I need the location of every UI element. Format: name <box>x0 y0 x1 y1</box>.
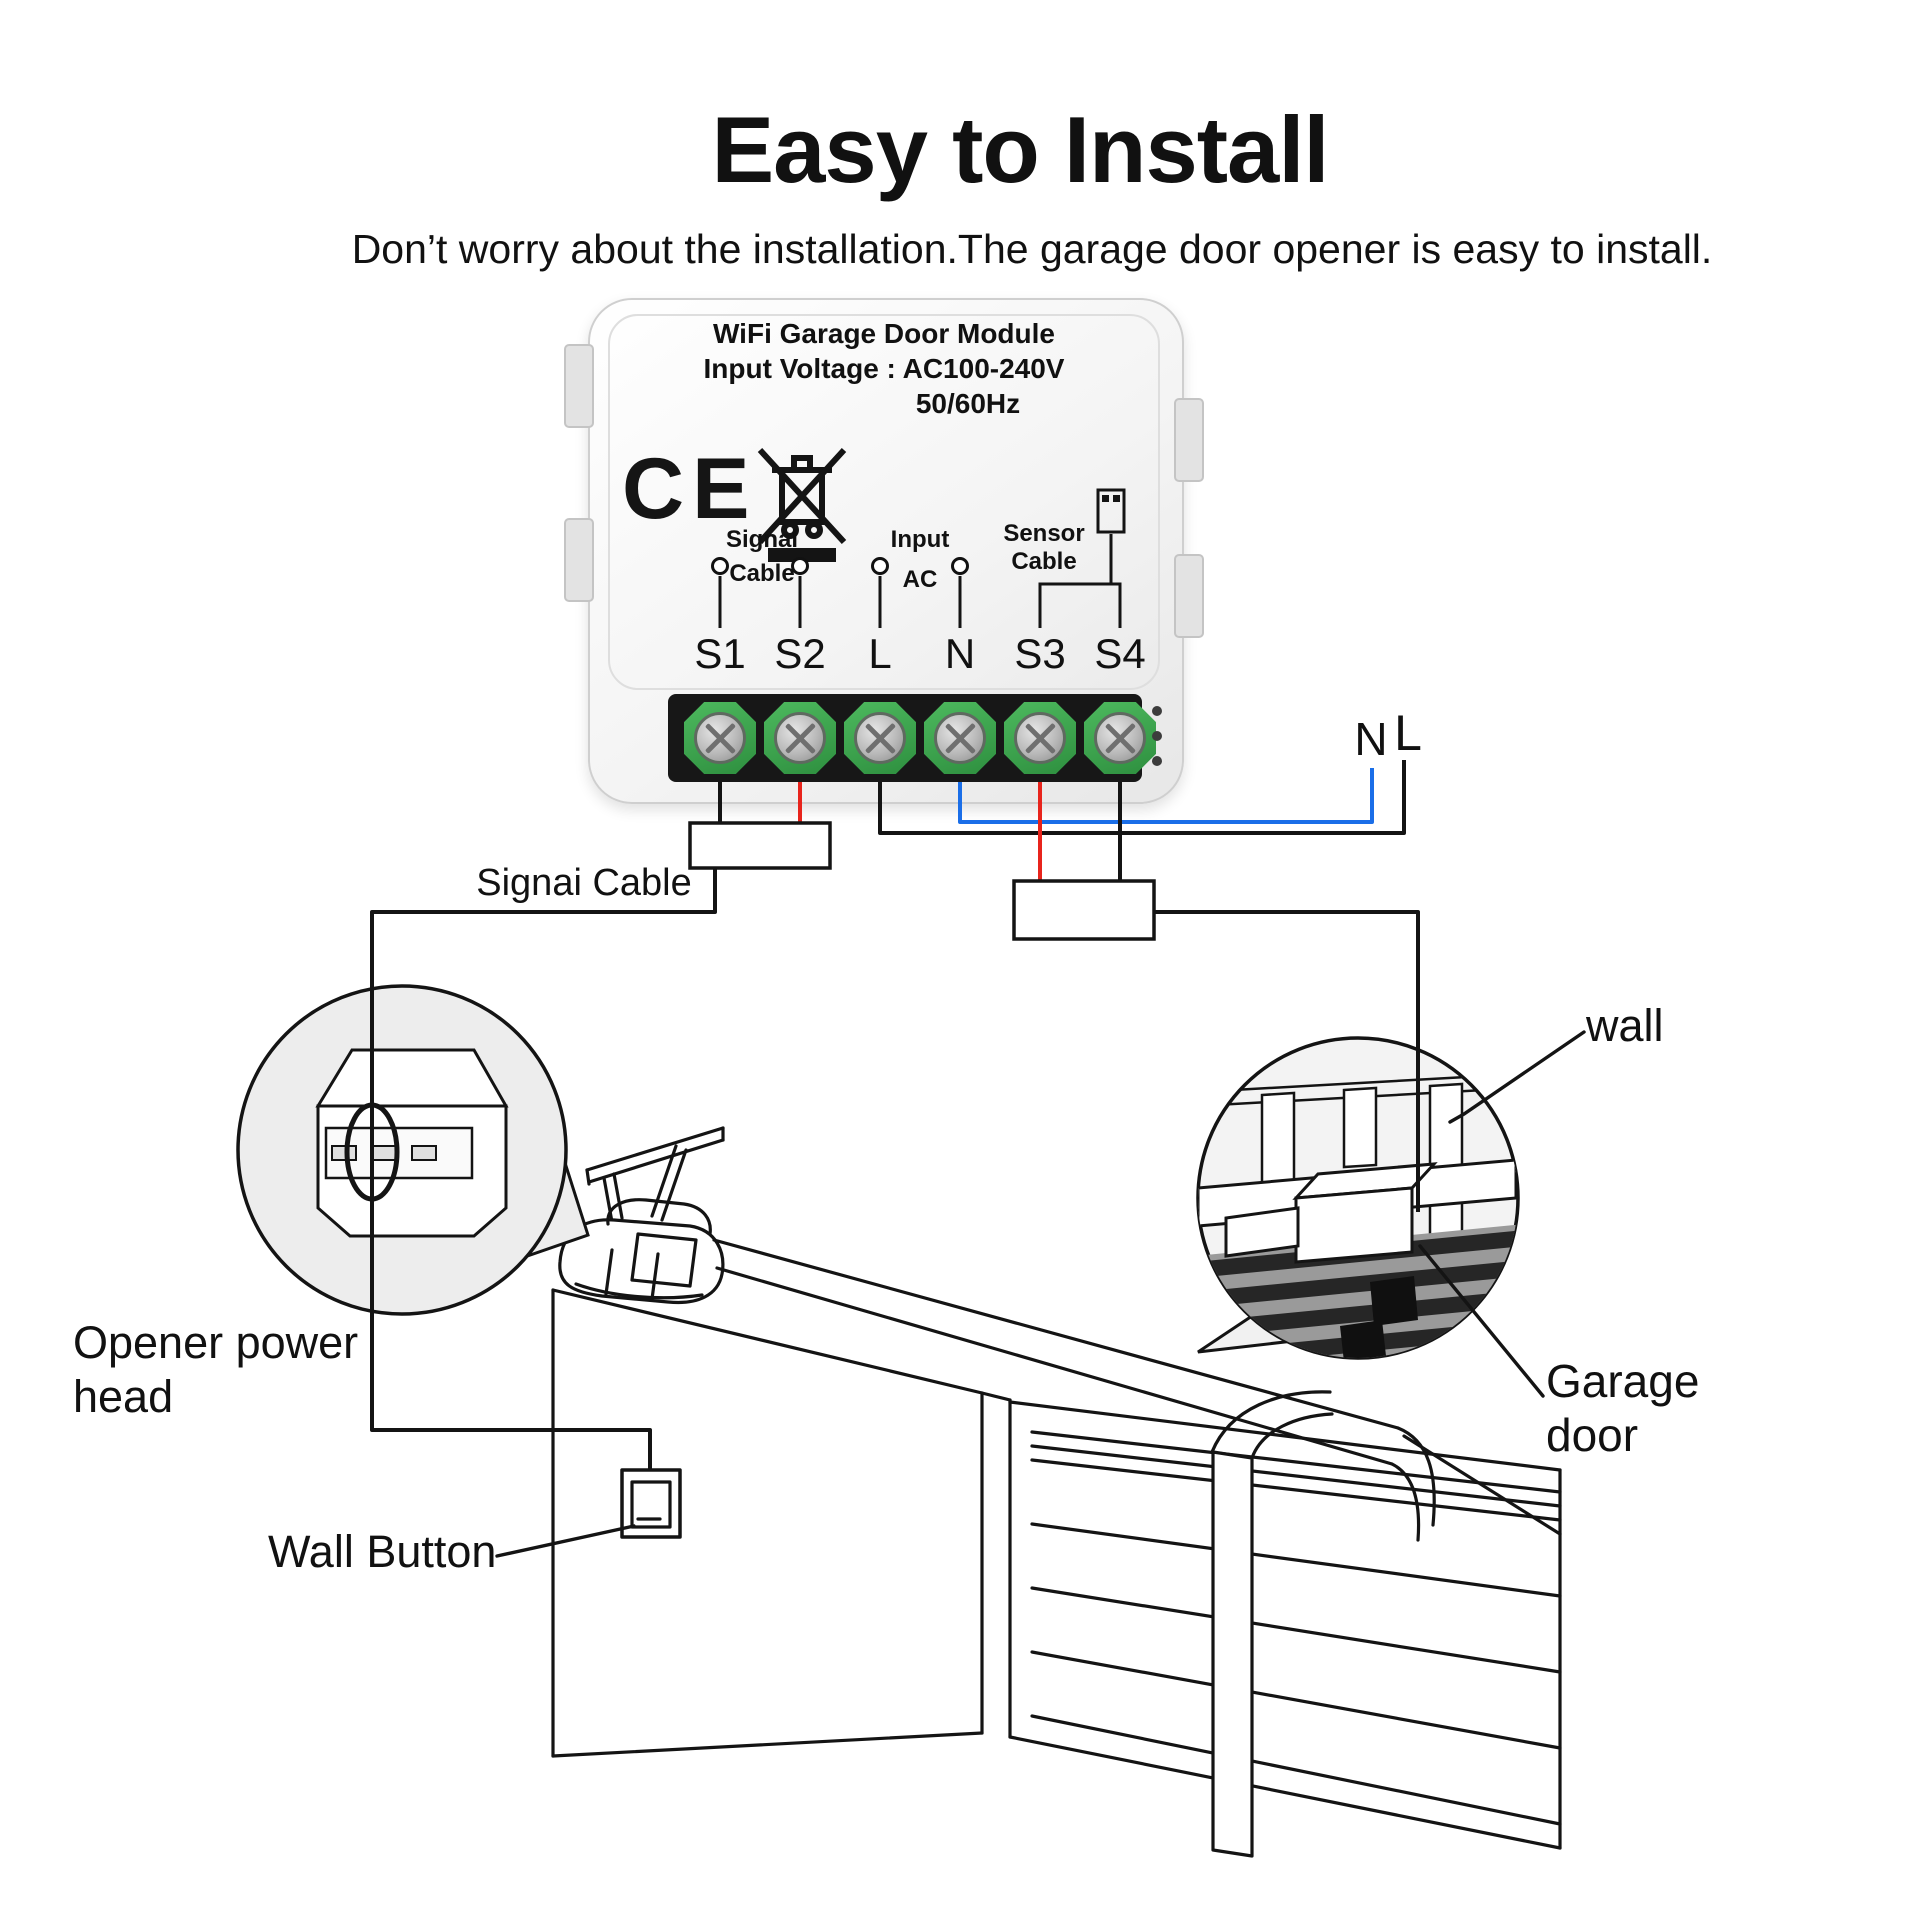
callout-opener-detail <box>236 984 590 1316</box>
legend-input-line2: AC <box>902 566 938 593</box>
door-track-bar <box>1211 1450 1254 1858</box>
wall-label: wall <box>1586 1000 1664 1051</box>
terminal-screw <box>854 712 906 764</box>
opener-terminal-connectors <box>331 1145 437 1161</box>
wire-n-blue <box>958 768 1374 824</box>
module-frequency-text: 50/60Hz <box>915 388 1021 419</box>
terminal-label-s3: S3 <box>1014 630 1066 677</box>
garage-door-label: Garage door <box>1546 1355 1700 1461</box>
ceiling-joint-line <box>551 1288 984 1395</box>
left-wall-bottom <box>551 1731 984 1758</box>
terminal-screw <box>1094 712 1146 764</box>
wire-sensor-run <box>1154 910 1420 1212</box>
mount-clip <box>564 344 594 428</box>
mount-clip <box>564 518 594 602</box>
sensor-bracket-front <box>1294 1186 1414 1264</box>
sensor-bracket-arm <box>1224 1206 1300 1258</box>
legend-signal-line1: Signal <box>725 526 798 553</box>
opener-mount-bracket <box>585 1126 725 1224</box>
floor-line <box>1008 1735 1562 1850</box>
terminal-hole-n <box>951 557 969 575</box>
terminal-screw <box>1014 712 1066 764</box>
signal-cable-label: Signai Cable <box>476 862 692 904</box>
ce-mark-icon: CE <box>622 441 758 537</box>
terminal-hole-l <box>871 557 889 575</box>
opener-power-head-drawing <box>558 1198 725 1305</box>
terminal-hole-s1 <box>711 557 729 575</box>
terminal-block-s3 <box>1004 702 1076 774</box>
wall-button-label: Wall Button <box>268 1526 497 1577</box>
wifi-garage-door-module: WiFi Garage Door Module Input Voltage : … <box>564 298 1204 804</box>
garage-door-slats <box>1030 1430 1562 1826</box>
legend-signal-line2: Cable <box>729 560 795 587</box>
legend-connector-lines <box>718 534 1122 628</box>
terminal-label-s4: S4 <box>1094 630 1146 677</box>
wire-l-black <box>878 760 1406 835</box>
page-title: Easy to Install <box>711 97 1329 202</box>
opener-power-head-label: Opener power head <box>73 1317 359 1422</box>
terminal-block-s1 <box>684 702 756 774</box>
module-name-text: WiFi Garage Door Module <box>713 318 1055 349</box>
sensor-cable-junction-box <box>1012 879 1156 941</box>
module-face <box>608 314 1160 690</box>
terminal-label-n: N <box>944 630 976 677</box>
door-curve-line <box>1250 1412 1334 1460</box>
garage-line-drawing <box>551 1126 1562 1858</box>
mount-clip <box>1174 554 1204 638</box>
garage-door-pointer-line <box>1418 1244 1545 1398</box>
wall-button-pointer-line <box>495 1524 636 1558</box>
terminal-label-s2: S2 <box>774 630 826 677</box>
wall-pointer-line <box>1448 1030 1586 1124</box>
terminal-screw <box>934 712 986 764</box>
weee-bin-icon <box>757 447 847 562</box>
sensor-cable-icon <box>1096 488 1126 534</box>
terminal-hole-s2 <box>791 557 809 575</box>
terminal-block-s2 <box>764 702 836 774</box>
mount-clip <box>1174 398 1204 482</box>
door-gusset-line <box>1402 1434 1562 1536</box>
terminal-block-n <box>924 702 996 774</box>
neutral-wire-label: N <box>1354 713 1388 765</box>
signal-cable-junction-box <box>688 821 832 870</box>
wall-stud <box>1342 1086 1378 1169</box>
terminal-label-s1: S1 <box>694 630 746 677</box>
door-curve-line <box>1210 1390 1332 1454</box>
terminal-screw <box>694 712 746 764</box>
legend-input-line1: Input <box>890 526 950 553</box>
live-wire-label: L <box>1394 705 1422 761</box>
wire-signal-run <box>370 868 717 1470</box>
page-subtitle: Don’t worry about the installation.The g… <box>351 226 1713 272</box>
module-voltage-text: Input Voltage : AC100-240V <box>703 353 1065 384</box>
terminal-strip <box>668 694 1156 782</box>
door-sensor-body <box>1340 1276 1418 1358</box>
door-post-top <box>980 1391 1012 1402</box>
opener-top-face <box>315 1048 509 1108</box>
terminal-block-s4 <box>1084 702 1156 774</box>
status-dot <box>1152 731 1162 741</box>
door-header-line <box>1008 1400 1562 1472</box>
status-dot <box>1152 756 1162 766</box>
status-dot <box>1152 706 1162 716</box>
opener-rail <box>712 1238 1436 1542</box>
terminal-label-l: L <box>868 630 892 677</box>
terminal-screw <box>774 712 826 764</box>
callout-door-sensor-detail <box>1196 1036 1520 1360</box>
legend-sensor-line2: Cable <box>1011 548 1077 575</box>
legend-sensor-line1: Sensor <box>1003 520 1085 547</box>
terminal-block-l <box>844 702 916 774</box>
